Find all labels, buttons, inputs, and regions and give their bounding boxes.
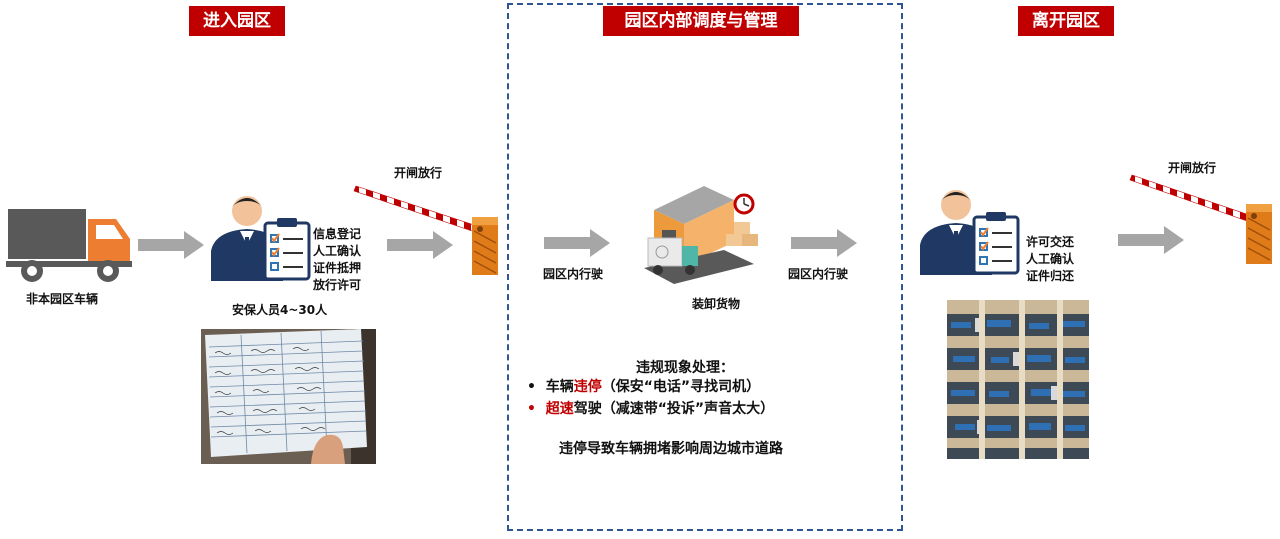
warehouse-label: 装卸货物 — [692, 297, 741, 311]
security-guard-icon — [211, 196, 311, 281]
section-tag-leave: 离开园区 — [1018, 6, 1114, 36]
violation-item-2: • 超速驾驶（减速带“投诉”声音太大） — [527, 398, 774, 418]
gate-label-leave: 开闸放行 — [1168, 161, 1217, 175]
section-tag-enter: 进入园区 — [189, 6, 285, 36]
leave-task-3: 证件归还 — [1026, 269, 1075, 283]
violation-item-1: • 车辆违停（保安“电话”寻找司机） — [527, 376, 760, 396]
violations-title: 违规现象处理： — [636, 360, 734, 376]
vehicle-label: 非本园区车辆 — [26, 292, 99, 306]
leave-task-1: 许可交还 — [1026, 235, 1075, 249]
guard-task-2: 人工确认 — [313, 244, 362, 258]
guard-label: 安保人员4~30人 — [232, 303, 328, 317]
gate-barrier-icon — [1129, 174, 1272, 264]
bullet-icon: • — [527, 401, 546, 417]
drive-out-label: 园区内行驶 — [788, 267, 849, 281]
conclusion-text: 违停导致车辆拥堵影响周边城市道路 — [559, 441, 783, 457]
gate-barrier-icon — [353, 185, 498, 275]
warehouse-icon — [644, 186, 758, 284]
guard-task-1: 信息登记 — [313, 227, 362, 241]
bullet-icon: • — [527, 379, 546, 395]
guard-task-3: 证件抵押 — [313, 261, 362, 275]
violation-1-pre: 车辆 — [545, 379, 574, 395]
truck-icon — [6, 209, 132, 282]
violation-2-highlight: 超速 — [545, 401, 574, 417]
section-tag-inside: 园区内部调度与管理 — [603, 6, 799, 36]
security-guard-icon — [920, 190, 1020, 275]
violation-1-highlight: 违停 — [573, 379, 602, 395]
violation-1-post: （保安“电话”寻找司机） — [601, 379, 761, 395]
leave-task-2: 人工确认 — [1026, 252, 1075, 266]
violation-2-post: 驾驶（减速带“投诉”声音太大） — [573, 401, 775, 417]
guard-task-4: 放行许可 — [313, 278, 362, 292]
id-cards-storage-photo — [947, 300, 1089, 459]
arrow-right-icon — [1118, 226, 1184, 254]
arrow-right-icon — [791, 229, 857, 257]
arrow-right-icon — [544, 229, 610, 257]
arrow-right-icon — [387, 231, 453, 259]
gate-label-enter: 开闸放行 — [394, 166, 443, 180]
drive-in-label: 园区内行驶 — [543, 267, 604, 281]
arrow-right-icon — [138, 231, 204, 259]
inside-section-frame — [507, 3, 903, 531]
registration-sheet-photo — [201, 329, 376, 464]
